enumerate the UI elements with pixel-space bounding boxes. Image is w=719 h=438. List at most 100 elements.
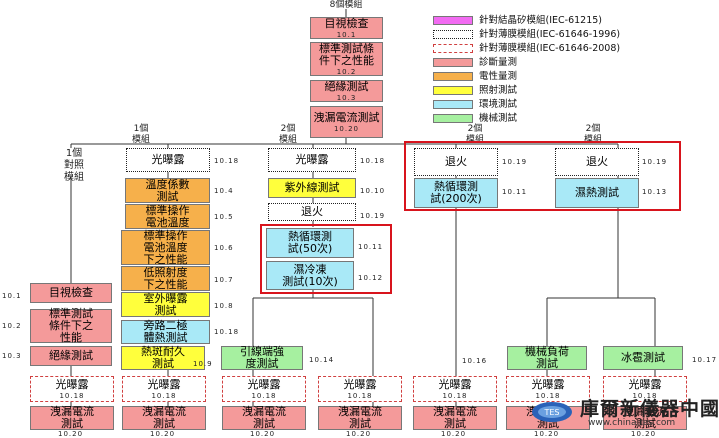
legend-label: 環境測試 [479,99,518,110]
main-visual-inspection: 目視檢查 10.1 [310,17,383,39]
svg-text:TES: TES [543,408,559,417]
main-stc-performance-num: 10.2 [336,67,357,76]
main-stc-performance-label: 標準測試條 件下之性能 [319,41,374,67]
col2-temp-coefficient-label: 溫度係數 測試 [145,177,190,203]
col3-uv-num: 10.10 [360,187,386,195]
legend-item-crystalline: 針對結晶矽模組(IEC-61215) [433,15,602,26]
main-visual-inspection-num: 10.1 [336,30,357,39]
col3-termination-num: 10.14 [309,356,335,364]
legend-swatch-red [433,58,473,67]
col4-anneal: 退火 [414,148,498,176]
col5-anneal-label: 退火 [586,155,608,168]
control-stc-label: 標準測試 條件下之 性能 [49,307,93,344]
group-label-col3: 2個 模組 [278,124,297,145]
col3-uv-test: 紫外線測試 [268,178,356,198]
col4-anneal-num: 10.19 [502,158,528,166]
control-insulation-num: 10.3 [2,352,22,360]
col3-light-soak: 光曝露 [268,148,356,172]
main-leakage-current: 洩漏電流測試 10.20 [310,106,383,138]
col5-hail-num: 10.17 [692,356,718,364]
legend-label: 機械測試 [479,113,518,124]
col5-damp-heat: 濕熱測試 [555,178,639,208]
col5-hail-label: 冰雹測試 [621,351,665,364]
bottom-light-soak-label: 光曝露 [147,377,181,391]
main-insulation-label: 絕緣測試 [324,79,369,93]
col2-noct-performance-num: 10.6 [214,244,234,252]
legend-item-thinfilm-1996: 針對薄膜模組(IEC-61646-1996) [433,29,620,40]
bottom-light-soak-num: 10.18 [251,391,277,400]
legend-label: 照射測試 [479,85,518,96]
legend-item-electrical: 電性量測 [433,71,517,82]
bottom-leakage-label: 洩漏電流 測試 [433,405,477,430]
bottom-light-soak-num: 10.18 [347,391,373,400]
legend-label: 針對結晶矽模組(IEC-61215) [479,15,602,26]
col3-light-soak-num: 10.18 [360,157,386,165]
col4-anneal-label: 退火 [445,155,467,168]
col2-hot-spot-num: 10.9 [193,360,213,368]
highlight-box-col3 [260,224,392,294]
control-insulation-test: 絕緣測試 [30,346,112,366]
bottom-light-soak-num: 10.18 [535,391,561,400]
bottom-leakage-label: 洩漏電流 測試 [242,405,286,430]
highlight-box-col45 [404,141,681,211]
legend-label: 針對薄膜模組(IEC-61646-1996) [479,29,621,40]
group-label-col5: 2個 模組 [583,124,602,145]
bottom-leakage-label: 洩漏電流 測試 [338,405,382,430]
col2-low-irradiance-num: 10.7 [214,276,234,284]
legend-swatch-dashed [433,44,473,53]
col3-light-soak-label: 光曝露 [295,153,329,166]
bottom-light-soak-label: 光曝露 [247,377,281,391]
bottom-leakage-current-3: 洩漏電流 測試 [222,406,306,430]
col2-noct-label: 標準操作 電池溫度 [145,203,190,229]
col2-low-irradiance: 低照射度 下之性能 [121,266,210,291]
bottom-leakage-current-7: 洩漏電流 測試 [603,406,687,430]
bottom-leakage-label: 洩漏電流 測試 [623,405,667,430]
col4-mech-num: 10.16 [462,357,488,365]
legend-item-irradiance: 照射測試 [433,85,517,96]
bottom-light-soak-label: 光曝露 [343,377,377,391]
legend-swatch-pink [433,16,473,25]
legend-label: 針對薄膜模組(IEC-61646-2008) [479,43,621,54]
bottom-leakage-num: 10.20 [58,430,84,438]
col2-hot-spot-label: 熱斑耐久 測試 [141,345,185,370]
col3-humidity-freeze-num: 10.12 [358,274,384,282]
control-visual-num: 10.1 [2,292,22,300]
bottom-leakage-current-1: 洩漏電流 測試 [30,406,114,430]
bottom-leakage-current-5: 洩漏電流 測試 [413,406,497,430]
bottom-leakage-num: 10.20 [150,430,176,438]
control-insulation-label: 絕緣測試 [49,349,93,362]
col5-anneal: 退火 [555,148,639,176]
col3-uv-label: 紫外線測試 [284,181,340,194]
group-label-col4: 2個 模組 [465,124,484,145]
legend-swatch-yellow [433,86,473,95]
col2-light-soak-num: 10.18 [214,157,240,165]
bottom-leakage-num: 10.20 [534,430,560,438]
main-leakage-label: 洩漏電流測試 [313,110,380,124]
col5-damp-heat-label: 濕熱測試 [575,186,619,199]
bottom-leakage-num: 10.20 [631,430,657,438]
main-stc-performance: 標準測試條 件下之性能 10.2 [310,42,383,76]
col2-outdoor-exposure: 室外曝露 測試 [121,292,210,317]
legend-swatch-cyan [433,100,473,109]
watermark-url: www.china.tes.com [588,418,676,428]
col2-light-soak-label: 光曝露 [151,153,185,166]
legend-label: 電性量測 [479,71,518,82]
col2-hot-spot: 熱斑耐久 測試 [121,346,205,370]
col2-bypass-diode: 旁路二極 體熱測試 [121,320,210,344]
watermark-logo-icon: TES [532,402,572,422]
col2-bypass-diode-num: 10.18 [214,328,240,336]
col5-hail-test: 冰雹測試 [603,346,683,370]
col2-outdoor-exposure-label: 室外曝露 測試 [143,291,188,317]
bottom-light-soak-label: 光曝露 [55,377,89,391]
bottom-light-soak-num: 10.18 [151,391,177,400]
col3-termination-strength: 引線端強 度測試 [221,346,303,370]
legend-item-environmental: 環境測試 [433,99,517,110]
col2-temp-coefficient-num: 10.4 [214,187,234,195]
col3-humidity-freeze-label: 濕冷凍 測試(10次) [282,262,338,288]
watermark-text: 庫爾新儀器中國 [580,398,719,420]
